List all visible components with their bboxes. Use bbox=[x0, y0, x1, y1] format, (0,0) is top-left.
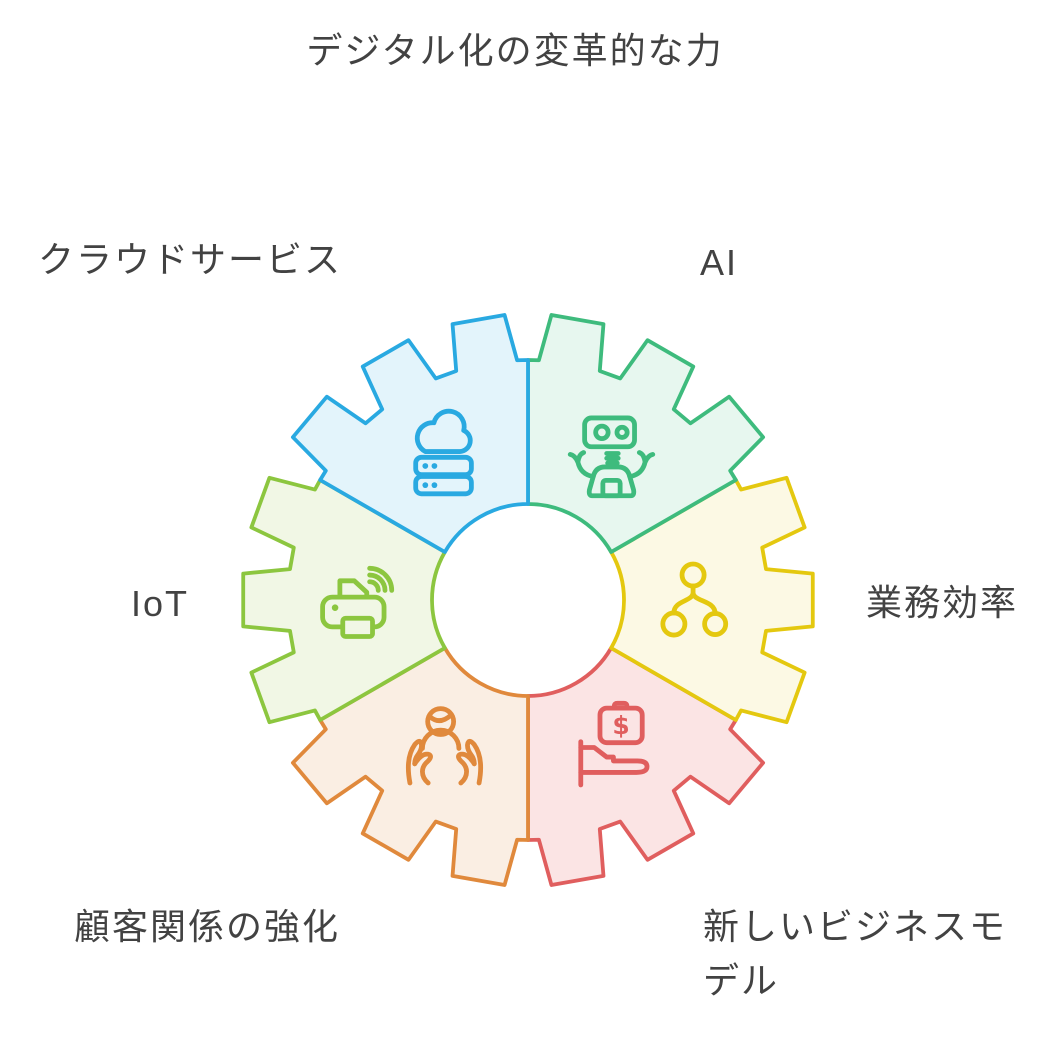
org-hierarchy-icon bbox=[660, 561, 729, 638]
segment-label-cloud: クラウドサービス bbox=[38, 239, 343, 280]
segment-label-customer: 顧客関係の強化 bbox=[74, 906, 341, 947]
cloud-server-icon bbox=[413, 408, 474, 497]
gear-segment-robot bbox=[526, 313, 766, 554]
page-title: デジタル化の変革的な力 bbox=[306, 30, 724, 71]
hands-person-icon bbox=[405, 706, 484, 786]
money-briefcase-icon: $ bbox=[578, 700, 650, 788]
gear-segment-org-hierarchy bbox=[609, 475, 815, 725]
segment-label-ai: AI bbox=[700, 242, 739, 283]
svg-text:$: $ bbox=[612, 711, 629, 740]
printer-wifi-icon bbox=[320, 565, 395, 639]
segment-label-new-business: 新しいビジネスモデル bbox=[703, 906, 1008, 1001]
segment-label-efficiency: 業務効率 bbox=[866, 582, 1019, 623]
segment-label-iot: IoT bbox=[131, 583, 190, 624]
robot-icon bbox=[567, 415, 656, 499]
